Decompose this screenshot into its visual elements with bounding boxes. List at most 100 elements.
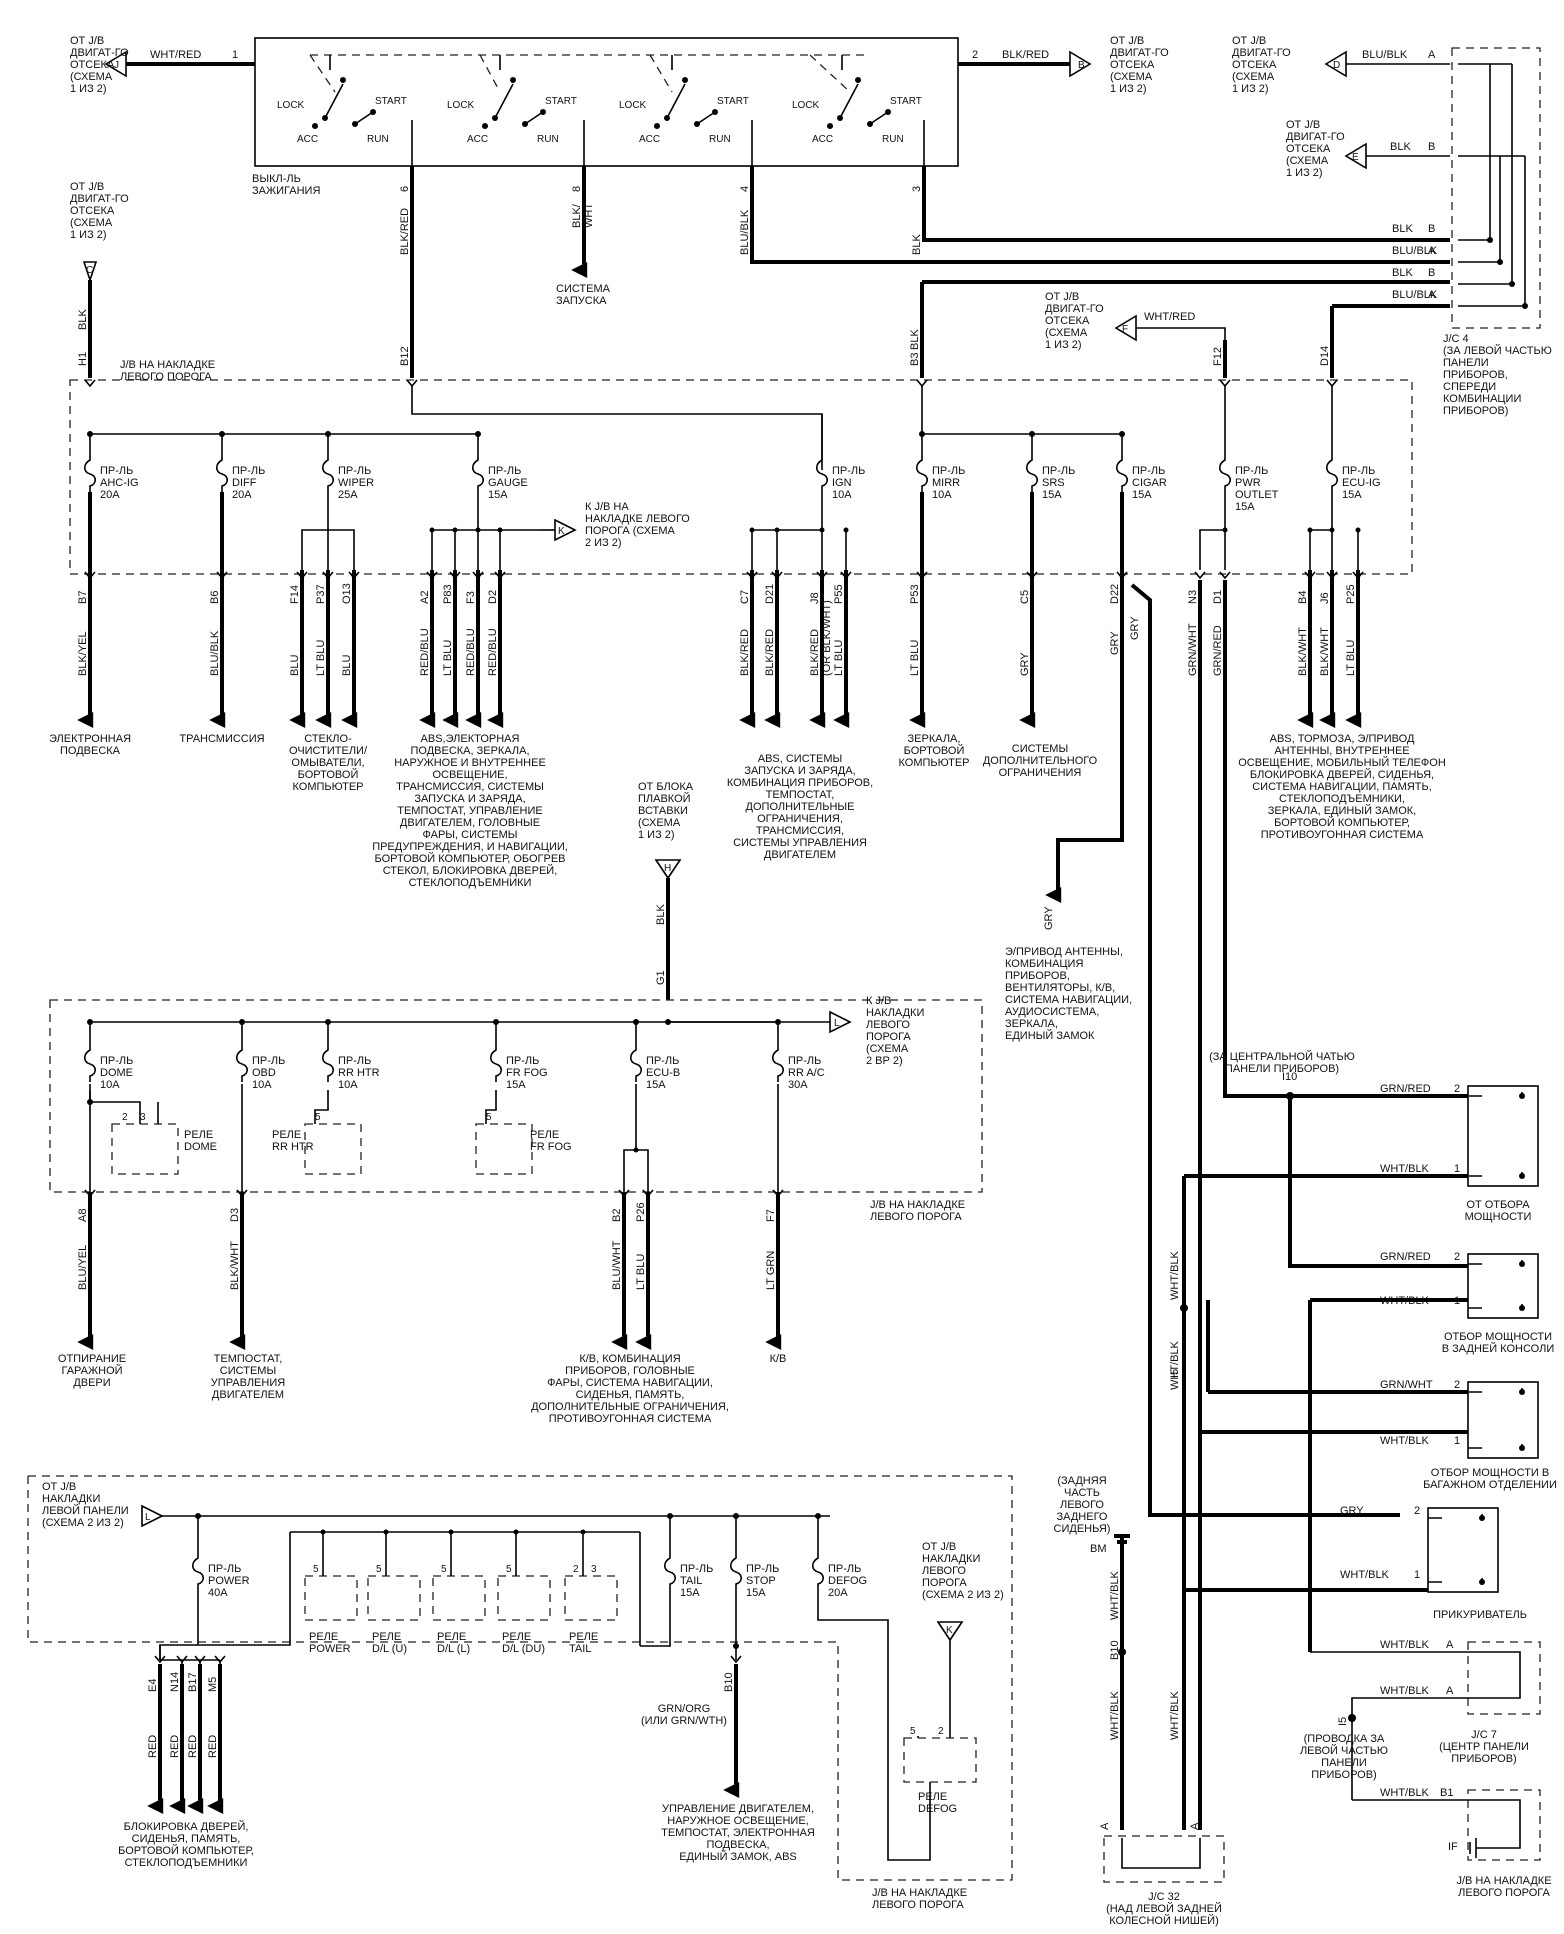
- wire-label: GRY: [1129, 616, 1141, 640]
- fuse-icon: [321, 1022, 335, 1082]
- relay-pin: 2: [122, 1112, 128, 1123]
- connector-pin-icon: [216, 571, 228, 580]
- junction-dot: [219, 431, 225, 437]
- wire-label: WHT/BLK: [1109, 1570, 1121, 1620]
- wire-label: LT GRN: [765, 1251, 777, 1290]
- pin-label: P83: [442, 584, 454, 604]
- wire: [485, 1090, 497, 1124]
- pin-label: 1: [232, 49, 238, 61]
- junction-dot: [633, 1147, 639, 1153]
- pos-lock: LOCK: [619, 100, 647, 111]
- connector-b-letter: B: [1078, 60, 1085, 71]
- pin-label: D21: [764, 584, 776, 604]
- junction-dot: [694, 121, 700, 127]
- pos-start: START: [717, 96, 749, 107]
- connector-box: [1467, 1085, 1539, 1187]
- pin-label: 8: [571, 186, 583, 192]
- junction-dot: [492, 115, 498, 121]
- destination-label: К/В: [770, 1353, 787, 1365]
- relay-pin: 5: [506, 1564, 512, 1575]
- junction-dot: [239, 1019, 245, 1025]
- junction-dot: [749, 527, 755, 533]
- wire-label: BLK: [77, 309, 89, 330]
- wire-label: WHT/BLK: [1380, 1639, 1430, 1651]
- wire-label: BLK/RED: [739, 629, 751, 676]
- junction-dot: [819, 527, 825, 533]
- connector-pin-icon: [494, 571, 506, 580]
- junction-dot: [1307, 527, 1313, 533]
- switch-blade: [839, 83, 859, 119]
- relay-pin: 5: [910, 1726, 916, 1737]
- ground-label: IF: [1448, 1841, 1458, 1853]
- fuse-icon: [1025, 434, 1039, 492]
- pos-acc: ACC: [467, 134, 488, 145]
- junction-dot: [1519, 1389, 1525, 1395]
- pin-label: 1: [1454, 1435, 1460, 1447]
- relay-box: [564, 1575, 618, 1621]
- junction-dot: [667, 1513, 673, 1519]
- junction-dot: [340, 77, 346, 83]
- wire-label: BLU/YEL: [77, 1245, 89, 1290]
- junction-dot: [1348, 1714, 1356, 1722]
- wire-label: BLK: [911, 234, 923, 255]
- junction-dot: [312, 123, 318, 129]
- wire-label: BLU: [289, 655, 301, 676]
- pin-label: F7: [765, 1209, 777, 1222]
- pin-label: A: [1446, 1639, 1454, 1651]
- pin-label: A8: [77, 1209, 89, 1222]
- connector-e-letter: E: [1352, 152, 1359, 163]
- pin-label: A: [1189, 1822, 1201, 1830]
- junction-dot: [1519, 1261, 1525, 1267]
- pin-label: B10: [723, 1672, 735, 1692]
- junction-dot: [540, 109, 546, 115]
- pos-run: RUN: [537, 134, 559, 145]
- wire: [1428, 1578, 1483, 1583]
- pin-label: B10: [1109, 1640, 1121, 1660]
- wire-label: WHT/BLK: [1340, 1569, 1390, 1581]
- connector-k-icon: [554, 518, 577, 542]
- junction-dot: [482, 123, 488, 129]
- wire-label: RED/BLU: [465, 628, 477, 676]
- bus: [921, 386, 1122, 435]
- switch-blade: [354, 111, 374, 125]
- connector-pin-icon: [1326, 379, 1338, 388]
- destination-label: БЛОКИРОВКА ДВЕРЕЙ,СИДЕНЬЯ, ПАМЯТЬ,БОРТОВ…: [118, 1820, 254, 1869]
- pos-acc: ACC: [812, 134, 833, 145]
- junction-dot: [195, 1513, 201, 1519]
- fuse-icon: [489, 1022, 503, 1082]
- wire-label: BLK/RED: [1002, 49, 1049, 61]
- connector-b-icon: [1069, 50, 1092, 78]
- junction-dot: [497, 527, 503, 533]
- wire-label: BLU/BLK: [1392, 245, 1438, 257]
- relay-box: [497, 1575, 551, 1621]
- pin-label: P26: [635, 1202, 647, 1222]
- connector-l-src-letter: L: [145, 1512, 151, 1523]
